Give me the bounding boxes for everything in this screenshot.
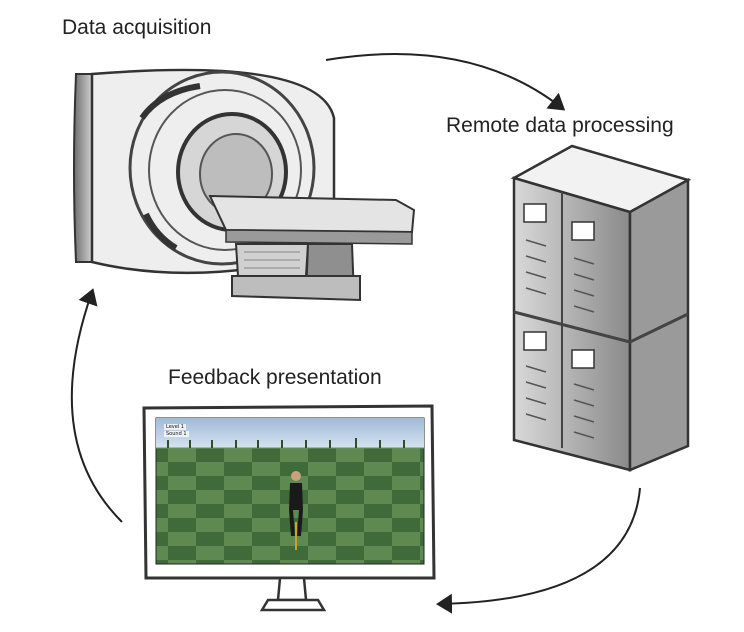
arrow-monitor-to-scanner [70, 288, 123, 523]
screen-level-text: Level 1 [164, 424, 186, 430]
screen-sound-text: Sound 1 [164, 431, 189, 437]
data-acquisition-label: Data acquisition [62, 16, 212, 39]
feedback-presentation-label: Feedback presentation [168, 366, 382, 389]
monitor-icon [142, 404, 436, 612]
remote-data-processing-label: Remote data processing [446, 114, 674, 137]
server-rack-icon [510, 144, 692, 472]
mri-scanner-icon [73, 68, 416, 302]
arrow-server-to-monitor [436, 487, 641, 614]
cyclist-avatar-icon [289, 471, 303, 550]
arrow-scanner-to-server [325, 53, 566, 111]
